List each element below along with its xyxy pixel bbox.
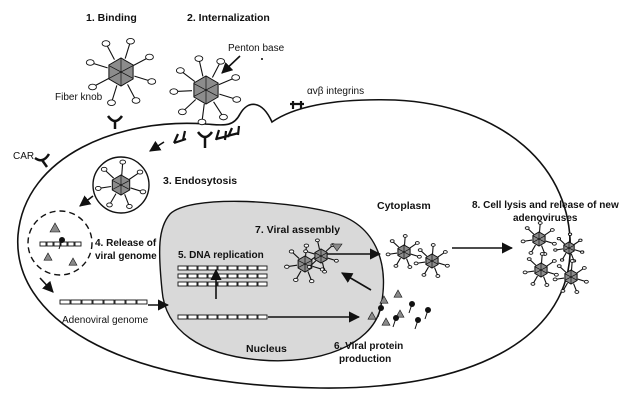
genome-strand (59, 299, 148, 305)
label-internalization: 2. Internalization (187, 12, 270, 24)
virus-binding-icon (85, 37, 157, 107)
protein-triangle-icon (43, 252, 53, 261)
protein-triangle-icon (381, 317, 391, 326)
label-release-genome-line1: 4. Release of (95, 238, 157, 249)
cell-membrane (17, 98, 571, 389)
genome-strand (177, 314, 268, 320)
protein-triangle-icon (367, 311, 377, 320)
car-receptor-icon (196, 131, 214, 148)
virus-assembled-icon (385, 234, 422, 269)
label-fiber-knob: Fiber knob (55, 92, 103, 103)
protein-pin-icon (414, 317, 421, 330)
virus-assembly-icon (303, 238, 339, 274)
protein-triangle-icon (331, 243, 343, 252)
genome-strand (39, 241, 82, 247)
protein-triangle-icon (393, 289, 403, 298)
genome-strand (177, 281, 268, 287)
protein-pin-icon (392, 315, 399, 328)
label-release-line1: 8. Cell lysis and release of new (472, 200, 619, 211)
label-endosytosis: 3. Endosytosis (163, 175, 237, 187)
protein-triangle-icon (68, 257, 78, 266)
integrin-receptor-icon (172, 101, 304, 145)
protein-triangle-icon (379, 295, 389, 304)
arrow (221, 55, 241, 74)
label-binding: 1. Binding (86, 12, 137, 24)
genome-strand (177, 273, 268, 279)
arrow (149, 140, 165, 152)
protein-pin-icon (424, 307, 431, 320)
label-nucleus: Nucleus (246, 343, 287, 355)
endosome (92, 156, 150, 214)
protein-pin-icon (408, 301, 415, 314)
label-release-line2: adenoviruses (513, 213, 578, 224)
protein-triangle-icon (395, 309, 405, 318)
arrow (79, 195, 94, 207)
protein-pin-icon (377, 305, 384, 318)
arrow (341, 272, 372, 291)
virus-released-icon (520, 221, 557, 256)
protein-pin-icon (58, 237, 65, 250)
label-cytoplasm: Cytoplasm (377, 200, 431, 212)
label-protein-line2: production (339, 354, 391, 365)
label-viral-assembly: 7. Viral assembly (255, 224, 340, 236)
label-release-genome-line2: viral genome (95, 251, 157, 262)
label-dna-replication: 5. DNA replication (178, 250, 264, 261)
virus-released-icon (552, 259, 589, 294)
virus-endosome-icon (95, 159, 147, 209)
label-penton-base: Penton base (228, 43, 285, 54)
virus-released-icon (522, 252, 559, 287)
genome-strand (177, 265, 268, 271)
car-receptor-icon (106, 115, 124, 129)
label-car: CAR (13, 151, 34, 162)
car-receptor-icon (34, 153, 51, 168)
virus-released-icon (553, 232, 585, 263)
genome-release-vesicle (27, 210, 93, 276)
label-integrins: αvβ integrins (307, 86, 364, 97)
label-adenoviral-genome: Adenoviral genome (62, 315, 149, 326)
nucleus (158, 200, 385, 362)
label-protein-line1: 6. Viral protein (334, 341, 403, 352)
protein-triangle-icon (49, 222, 61, 233)
arrow (39, 277, 54, 293)
virus-assembled-icon (413, 243, 450, 278)
